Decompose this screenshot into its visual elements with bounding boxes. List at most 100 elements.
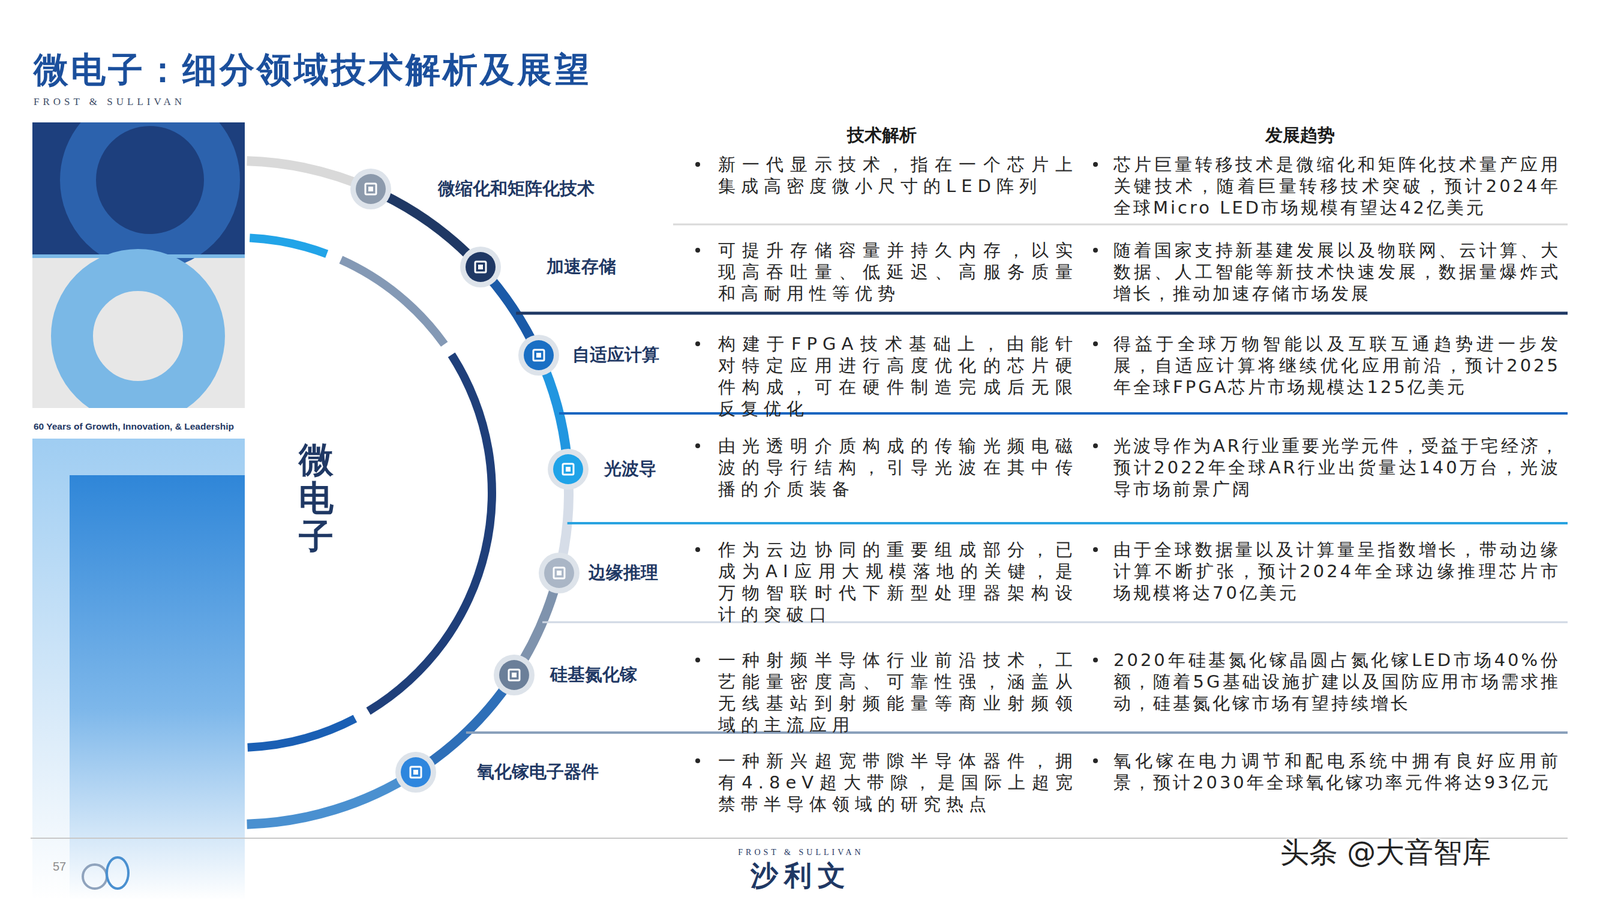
row-separator: [515, 311, 1568, 315]
icon-glyph: [536, 352, 542, 358]
numeral-zero: [77, 122, 222, 252]
topic-label: 光波导: [604, 457, 657, 482]
bullet: [695, 443, 701, 449]
bullet: [695, 657, 701, 663]
cell-text: 作为云边协同的重要组成部分，已成为AI应用大规模落地的关键，是万物智联时代下新型…: [718, 538, 1079, 626]
logo-zero: [106, 857, 129, 889]
icon-disc: [355, 173, 386, 204]
icon-glyph: [508, 669, 520, 681]
bullet: [1093, 657, 1098, 663]
center-label: 微电子: [298, 440, 334, 556]
brand-text: FROST & SULLIVAN: [33, 95, 186, 108]
icon-glyph: [478, 264, 483, 270]
watermark: 头条 @大音智库: [1280, 835, 1491, 870]
topic-label: 微缩化和矩阵化技术: [437, 176, 595, 201]
table-cell: 构建于FPGA技术基础上，由能针对特定应用进行高度优化的芯片硬件构成，可在硬件制…: [718, 332, 1079, 420]
icon-glyph: [556, 570, 562, 576]
table-cell: 2020年硅基氮化镓晶圆占氮化镓LED市场40%份额，随着5G基础设施扩建以及国…: [1113, 649, 1561, 714]
footer-brand: FROST & SULLIVAN: [737, 847, 864, 858]
inner-arc: [247, 714, 357, 752]
topic-node: 氧化镓电子器件: [394, 750, 599, 794]
bullet: [1093, 247, 1098, 253]
icon-disc: [499, 659, 530, 690]
table-cell: 由光透明介质构成的传输光频电磁波的导行结构，引导光波在其中传播的介质装备: [718, 434, 1079, 500]
icon-glyph: [410, 766, 422, 778]
row-separator: [673, 223, 1568, 226]
icon-disc: [523, 340, 554, 371]
topic-label: 氧化镓电子器件: [476, 760, 599, 785]
icon-glyph: [475, 261, 486, 273]
arc-group: [246, 155, 574, 829]
table-cell: 一种新兴超宽带隙半导体器件，拥有4.8eV超大带隙，是国际上超宽禁带半导体领域的…: [718, 749, 1079, 815]
bullet: [1093, 758, 1098, 764]
table-cell: 新一代显示技术，指在一个芯片上集成高密度微小尺寸的LED阵列: [718, 153, 1079, 197]
table-cell: 可提升存储容量并持久内存，以实现高吞吐量、低延迟、高服务质量和高耐用性等优势: [718, 239, 1079, 305]
row-separator: [559, 412, 1568, 415]
topic-label: 硅基氮化镓: [550, 662, 638, 687]
table-cell: 作为云边协同的重要组成部分，已成为AI应用大规模落地的关键，是万物智联时代下新型…: [718, 538, 1079, 626]
topic-label: 加速存储: [546, 254, 617, 279]
icon-glyph: [365, 183, 377, 195]
icon: [349, 167, 393, 211]
table-cell: 得益于全球万物智能以及互联互通趋势进一步发展，自适应计算将继续优化应用前沿，预计…: [1113, 332, 1561, 398]
topic-label: 边缘推理: [588, 560, 659, 585]
cell-text: 2020年硅基氮化镓晶圆占氮化镓LED市场40%份额，随着5G基础设施扩建以及国…: [1113, 649, 1561, 714]
icon-disc: [544, 557, 575, 588]
table-cell: 由于全球数据量以及计算量呈指数增长，带动边缘计算不断扩张，预计2024年全球边缘…: [1113, 538, 1561, 604]
column-header: 技术解析: [847, 124, 917, 146]
topic-node: 加速存储: [458, 245, 617, 289]
icon-disc: [400, 757, 431, 788]
icon-glyph: [511, 672, 517, 678]
blue-panel: [32, 438, 245, 900]
blue-panel-inner: [69, 475, 245, 900]
table-cell: 随着国家支持新基建发展以及物联网、云计算、大数据、人工智能等新技术快速发展，数据…: [1113, 239, 1561, 305]
slide-title: 微电子：细分领域技术解析及展望: [33, 46, 592, 94]
icon: [492, 653, 536, 697]
cell-text: 芯片巨量转移技术是微缩化和矩阵化技术量产应用关键技术，随着巨量转移技术突破，预计…: [1113, 153, 1561, 219]
bullet: [1093, 443, 1098, 449]
cell-text: 由于全球数据量以及计算量呈指数增长，带动边缘计算不断扩张，预计2024年全球边缘…: [1113, 538, 1561, 604]
page-number: 57: [52, 859, 66, 874]
row-separator: [542, 621, 1568, 624]
icon-ring: [547, 448, 589, 490]
icon-ring: [395, 751, 437, 793]
tagline: 60 Years of Growth, Innovation, & Leader…: [33, 421, 234, 433]
icon: [546, 447, 590, 491]
cell-text: 一种射频半导体行业前沿技术，工艺能量密度高、可靠性强，涵盖从无线基站到射频能量等…: [718, 649, 1079, 736]
row-separator: [466, 731, 1568, 734]
row-separator: [567, 521, 1568, 525]
inner-arc: [365, 352, 497, 716]
icon-disc: [465, 251, 496, 282]
topic-node: 光波导: [546, 447, 657, 491]
inner-arc: [338, 256, 448, 347]
icon-glyph: [565, 466, 571, 472]
icon-ring: [538, 552, 580, 594]
bullet: [695, 161, 701, 167]
icon-ring: [350, 168, 392, 210]
cell-text: 新一代显示技术，指在一个芯片上集成高密度微小尺寸的LED阵列: [718, 153, 1079, 197]
cell-text: 光波导作为AR行业重要光学元件，受益于宅经济，预计2022年全球AR行业出货量达…: [1113, 434, 1561, 500]
cell-text: 由光透明介质构成的传输光频电磁波的导行结构，引导光波在其中传播的介质装备: [718, 434, 1079, 500]
inner-arc: [249, 233, 329, 258]
image-seam: [32, 254, 245, 258]
table-cell: 一种射频半导体行业前沿技术，工艺能量密度高、可靠性强，涵盖从无线基站到射频能量等…: [718, 649, 1079, 736]
column-header: 发展趋势: [1265, 124, 1335, 146]
icon-glyph: [553, 567, 565, 579]
icon: [458, 245, 503, 289]
table-cell: 光波导作为AR行业重要光学元件，受益于宅经济，预计2022年全球AR行业出货量达…: [1113, 434, 1561, 500]
logo-six: [82, 864, 107, 889]
icon-glyph: [413, 769, 419, 775]
bullet: [1093, 547, 1098, 552]
bullet: [1093, 341, 1098, 347]
icon: [517, 333, 561, 377]
icon-glyph: [533, 349, 545, 361]
bullet: [695, 341, 701, 347]
vertical-title: 微电子: [298, 440, 334, 556]
cover-image: [32, 122, 245, 408]
icon-ring: [460, 246, 501, 288]
bullet: [1093, 161, 1098, 167]
cell-text: 得益于全球万物智能以及互联互通趋势进一步发展，自适应计算将继续优化应用前沿，预计…: [1113, 332, 1561, 398]
topic-node: 硅基氮化镓: [492, 653, 638, 697]
bullet: [695, 547, 701, 552]
